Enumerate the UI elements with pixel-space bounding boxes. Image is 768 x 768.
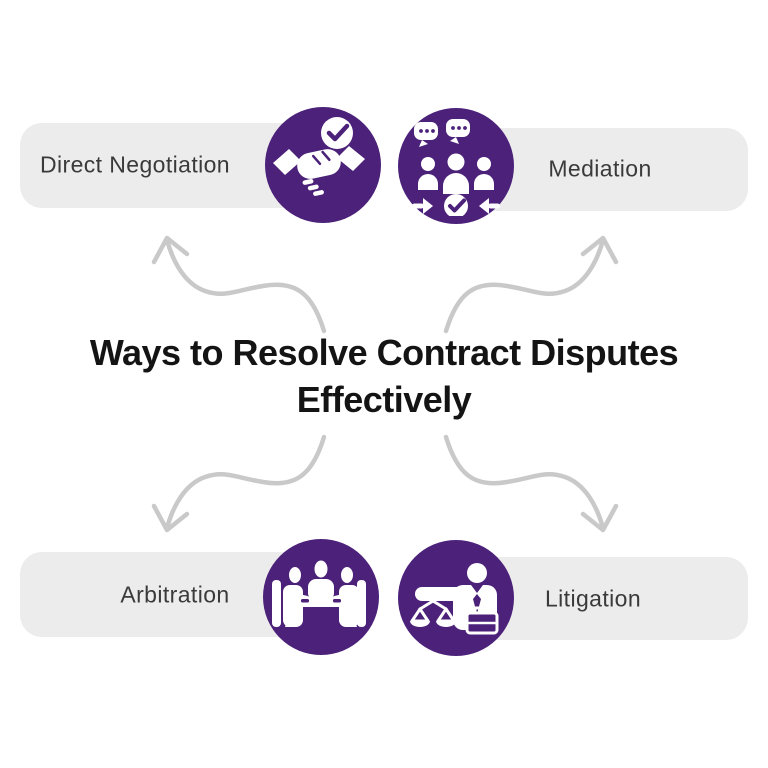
circle-litigation: [398, 540, 514, 656]
arbitration-meeting-table-icon: [272, 560, 366, 627]
arrow-to-litigation: [443, 434, 619, 533]
mediation-group-chat-icon: [412, 119, 500, 216]
arrow-to-direct-negotiation: [151, 235, 327, 334]
card-label: Mediation: [548, 155, 652, 182]
page-title: Ways to Resolve Contract Disputes Effect…: [0, 329, 768, 423]
card-label: Litigation: [544, 585, 642, 612]
circle-arbitration: [263, 539, 379, 655]
lawyer-scales-icon: [410, 563, 499, 635]
circle-mediation: [398, 108, 514, 224]
arrow-to-arbitration: [151, 434, 327, 533]
card-label: Direct Negotiation: [39, 151, 231, 178]
card-label: Arbitration: [120, 581, 230, 608]
title-line-2: Effectively: [296, 379, 472, 420]
arrow-to-mediation: [443, 235, 619, 334]
title-line-1: Ways to Resolve Contract Disputes: [89, 332, 679, 373]
circle-direct-negotiation: [265, 107, 381, 223]
handshake-check-icon: [273, 117, 365, 196]
